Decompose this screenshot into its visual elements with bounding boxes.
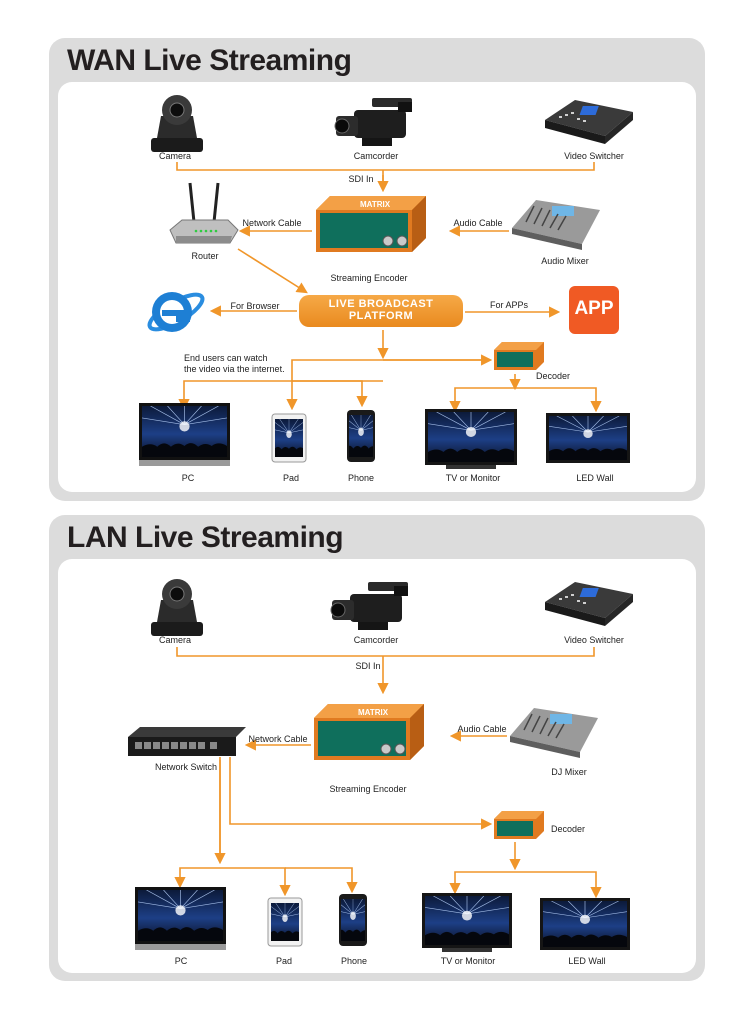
- wan-decoder-label: Decoder: [535, 371, 571, 381]
- for-browser-label: For Browser: [230, 301, 280, 311]
- router-icon: [169, 182, 239, 244]
- wan-streaming-encoder-label: Streaming Encoder: [330, 273, 408, 283]
- lan-network-cable-label: Network Cable: [248, 734, 308, 744]
- lan-led-wall-label: LED Wall: [568, 956, 606, 966]
- lan-camcorder-label: Camcorder: [353, 635, 399, 645]
- lan-decoder-icon: [494, 811, 544, 839]
- lan-camera-icon: [150, 578, 204, 637]
- wan-pad-label: Pad: [282, 473, 300, 483]
- wan-pc-icon: [139, 403, 230, 466]
- lan-phone-label: Phone: [340, 956, 368, 966]
- wan-pad-icon: [266, 414, 313, 462]
- lan-camera-label: Camera: [158, 635, 192, 645]
- lan-connectors: [174, 647, 602, 899]
- end-users-note-line-1: End users can watch: [184, 353, 268, 363]
- audio-mixer-icon: [511, 199, 601, 251]
- app-logo: [569, 286, 619, 334]
- platform-line-2: PLATFORM: [348, 310, 414, 322]
- wan-tv-label: TV or Monitor: [445, 473, 501, 483]
- lan-pad-label: Pad: [275, 956, 293, 966]
- lan-tv-label: TV or Monitor: [440, 956, 496, 966]
- lan-pc-icon: [135, 887, 226, 950]
- wan-video-switcher-label: Video Switcher: [564, 151, 624, 161]
- wan-connectors: [176, 162, 602, 413]
- router-label: Router: [191, 251, 219, 261]
- lan-streaming-encoder-label: Streaming Encoder: [329, 784, 407, 794]
- lan-title: LAN Live Streaming: [67, 521, 344, 554]
- app-logo-text: APP: [574, 298, 614, 319]
- wan-camcorder-label: Camcorder: [353, 151, 399, 161]
- wan-title: WAN Live Streaming: [67, 44, 352, 77]
- wan-tv-icon: [425, 409, 517, 469]
- lan-led-wall-icon: [540, 898, 630, 950]
- wan-camcorder-icon: [334, 97, 413, 147]
- wan-decoder-icon: [494, 342, 544, 370]
- lan-video-switcher-label: Video Switcher: [564, 635, 624, 645]
- lan-audio-cable-label: Audio Cable: [457, 724, 507, 734]
- end-users-note-line-2: the video via the internet.: [184, 364, 285, 374]
- dj-mixer-label: DJ Mixer: [551, 767, 587, 777]
- lan-tv-icon: [422, 893, 512, 952]
- wan-led-wall-icon: [546, 413, 630, 463]
- wan-audio-cable-label: Audio Cable: [453, 218, 503, 228]
- wan-camera-icon: [150, 94, 204, 153]
- wan-led-wall-label: LED Wall: [576, 473, 614, 483]
- wan-phone-label: Phone: [347, 473, 375, 483]
- wan-sdi-in-label: SDI In: [348, 174, 374, 184]
- for-apps-label: For APPs: [489, 300, 529, 310]
- browser-icon: [147, 292, 205, 332]
- lan-camcorder-icon: [330, 581, 409, 631]
- lan-video-switcher-icon: [545, 582, 633, 626]
- wan-video-switcher-icon: [545, 100, 633, 144]
- dj-mixer-icon: [509, 707, 599, 759]
- lan-pc-label: PC: [174, 956, 188, 966]
- network-switch-label: Network Switch: [154, 762, 218, 772]
- lan-encoder-icon: [313, 703, 425, 761]
- wan-phone-icon: [337, 410, 385, 462]
- live-broadcast-platform: [299, 295, 463, 327]
- network-switch-icon: [128, 727, 246, 756]
- wan-encoder-icon: [315, 195, 427, 253]
- lan-decoder-label: Decoder: [550, 824, 586, 834]
- lan-sdi-in-label: SDI In: [355, 661, 381, 671]
- audio-mixer-label: Audio Mixer: [541, 256, 589, 266]
- platform-text: LIVE BROADCAST PLATFORM: [299, 298, 463, 322]
- lan-phone-icon: [329, 894, 377, 946]
- wan-camera-label: Camera: [158, 151, 192, 161]
- wan-network-cable-label: Network Cable: [242, 218, 302, 228]
- wan-pc-label: PC: [181, 473, 195, 483]
- lan-pad-icon: [262, 898, 309, 946]
- platform-line-1: LIVE BROADCAST: [328, 298, 434, 310]
